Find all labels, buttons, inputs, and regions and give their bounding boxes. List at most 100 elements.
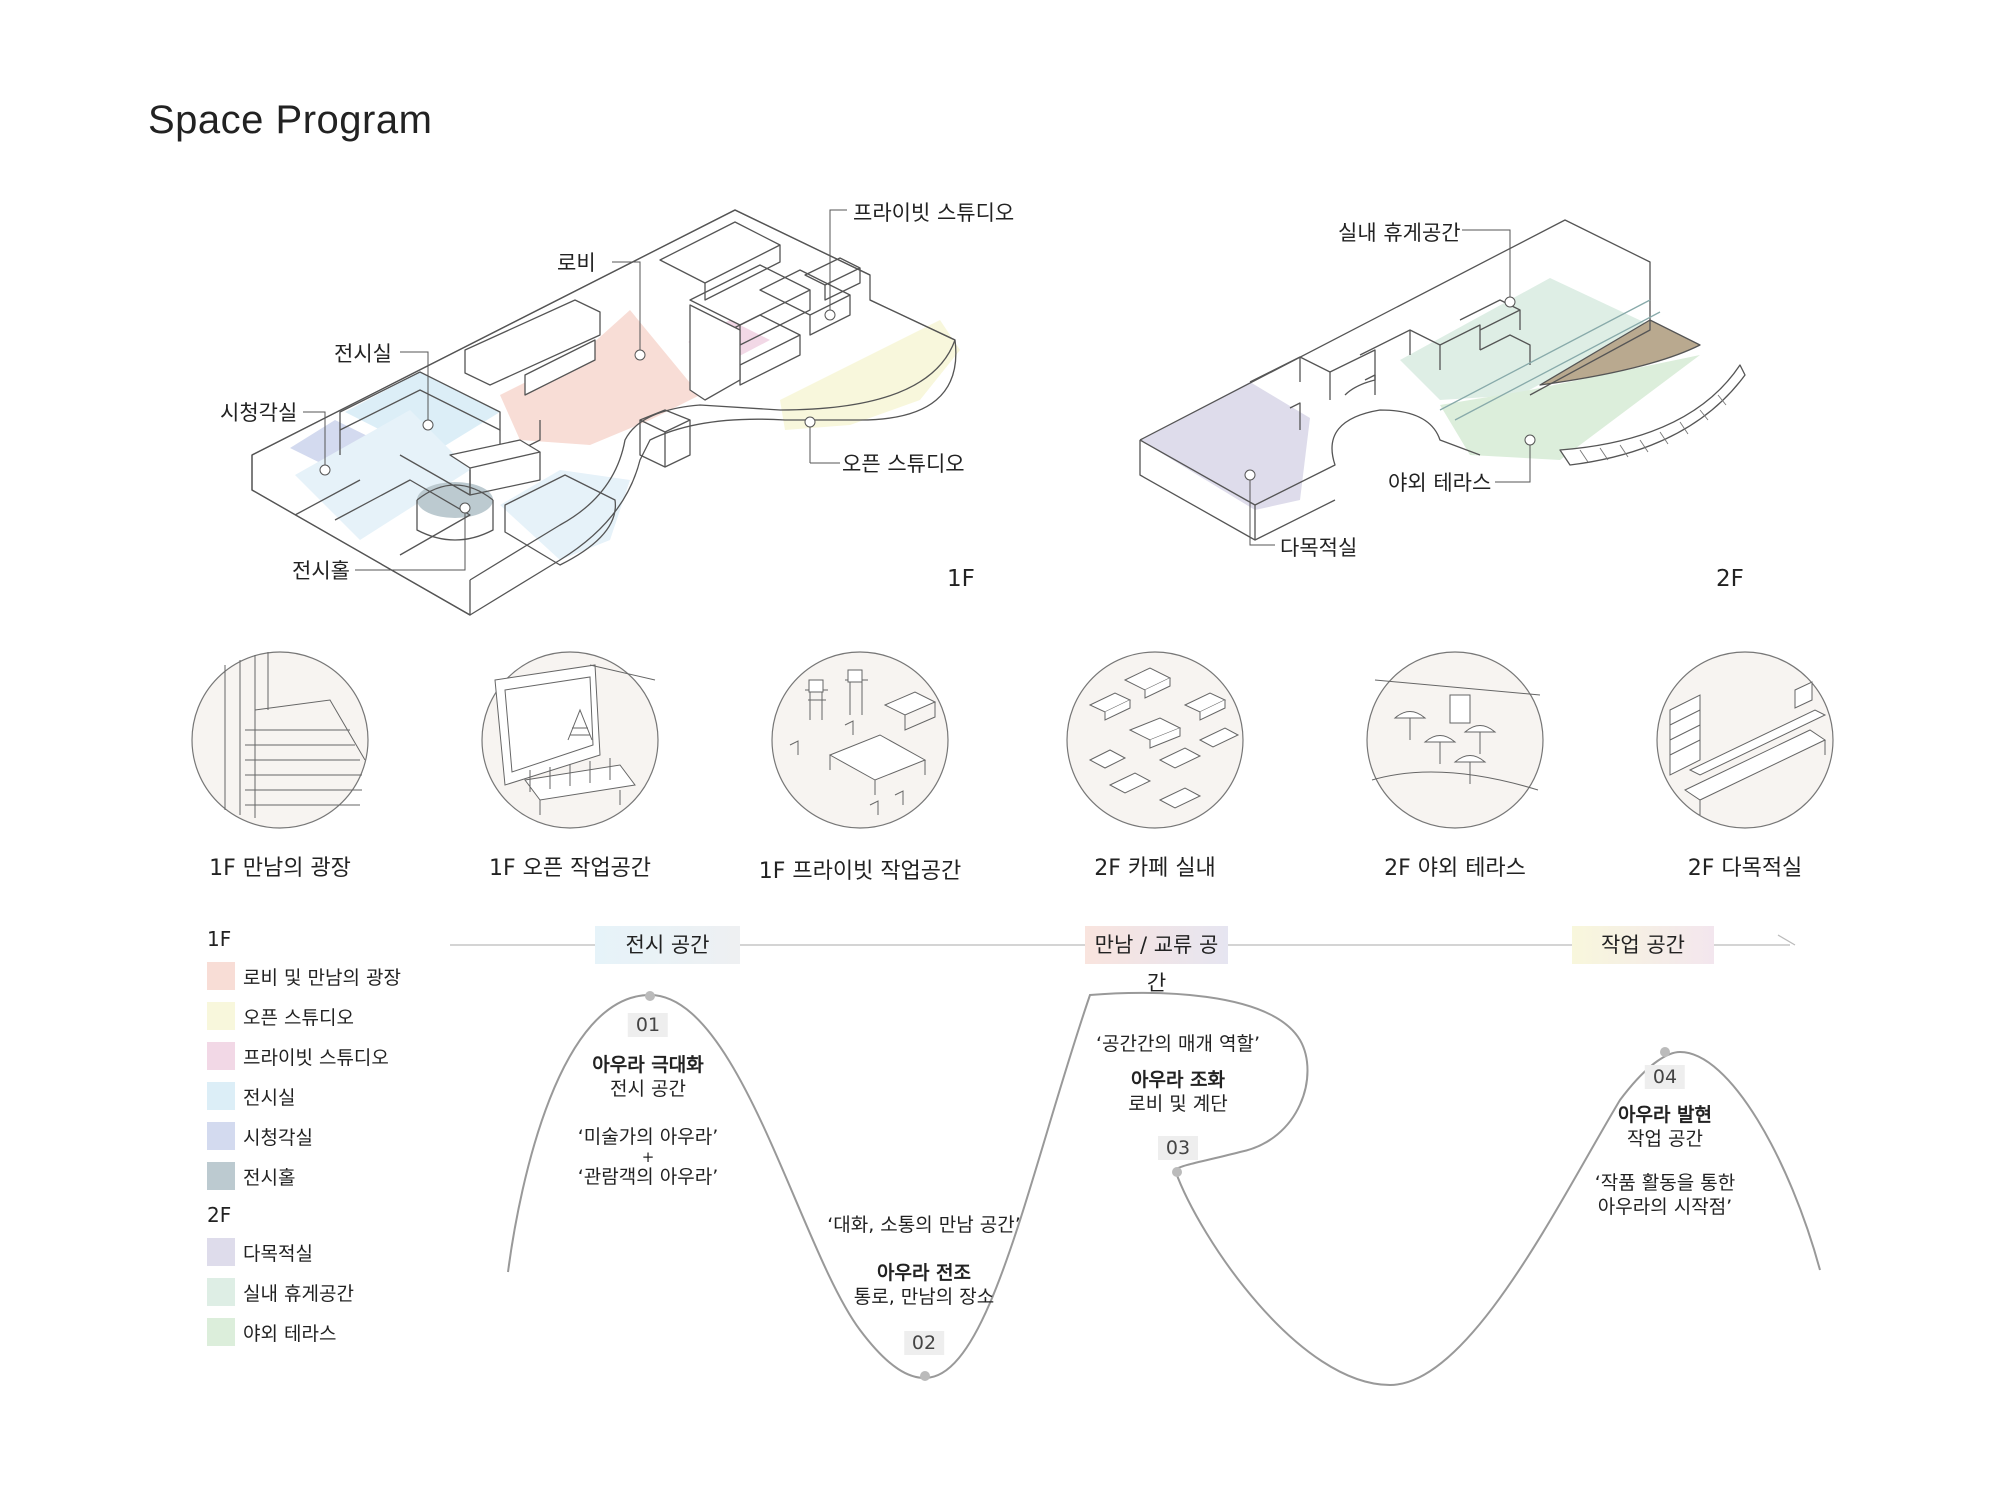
zone-exhibition-right <box>500 470 630 560</box>
label-av-room: 시청각실 <box>220 401 298 425</box>
zone-exhibition-hall <box>417 482 493 518</box>
scene-caption: 1F 오픈 작업공간 <box>488 856 652 881</box>
zone-lobby <box>500 310 700 445</box>
label-lobby: 로비 <box>557 251 596 275</box>
tag-meeting-b: 교류 공간 <box>1146 933 1219 995</box>
floor1-callouts <box>303 209 847 571</box>
scene-circle-multipurpose <box>1656 651 1834 829</box>
stage-number: 02 <box>903 1331 945 1355</box>
legend-swatch <box>207 962 235 990</box>
scene-circle-plaza <box>191 651 369 829</box>
legend-item: 야외 테라스 <box>207 1317 401 1347</box>
stage-01: 01 아우라 극대화 전시 공간 ‘미술가의 아우라’ + ‘관람객의 아우라’ <box>578 1013 718 1189</box>
scene-caption: 2F 카페 실내 <box>1094 856 1216 881</box>
floor1-label: 1F <box>947 566 975 592</box>
stage-quote: 아우라의 시작점’ <box>1597 1196 1733 1218</box>
scene-circle-cafe <box>1066 651 1244 829</box>
legend: 1F 로비 및 만남의 광장 오픈 스튜디오 프라이빗 스튜디오 전시실 시청각… <box>207 925 401 1357</box>
scene-caption: 2F 다목적실 <box>1687 856 1803 881</box>
stage-04: 04 아우라 발현 작업 공간 ‘작품 활동을 통한 아우라의 시작점’ <box>1595 1065 1735 1219</box>
zone-multipurpose <box>1140 382 1310 510</box>
scene-circle-open-workspace <box>481 651 659 829</box>
stage-03: ‘공간간의 매개 역할’ 아우라 조화 로비 및 계단 03 <box>1096 1032 1260 1160</box>
legend-heading-1f: 1F <box>207 927 232 951</box>
tag-work: 작업 공간 <box>1572 926 1714 964</box>
zone-exhibition-low <box>295 410 470 540</box>
label-open-studio: 오픈 스튜디오 <box>842 452 965 476</box>
stage-number: 03 <box>1157 1136 1199 1160</box>
legend-label: 야외 테라스 <box>243 1322 337 1345</box>
legend-swatch <box>207 1122 235 1150</box>
legend-item: 전시실 <box>207 1081 401 1111</box>
legend-label: 실내 휴게공간 <box>243 1282 354 1305</box>
tag-meeting-sep: / <box>1139 933 1148 957</box>
legend-item: 실내 휴게공간 <box>207 1277 401 1307</box>
legend-swatch <box>207 1162 235 1190</box>
stage-plus: + <box>641 1148 655 1166</box>
legend-label: 로비 및 만남의 광장 <box>243 966 401 989</box>
legend-label: 시청각실 <box>243 1126 313 1149</box>
stage-title: 아우라 조화 <box>1130 1069 1225 1091</box>
legend-swatch <box>207 1002 235 1030</box>
label-outdoor-terrace: 야외 테라스 <box>1388 471 1492 495</box>
scene-circle-private-workspace <box>771 651 949 829</box>
floor1-plan <box>251 209 960 616</box>
legend-label: 다목적실 <box>243 1242 313 1265</box>
legend-label: 프라이빗 스튜디오 <box>243 1046 389 1069</box>
legend-label: 오픈 스튜디오 <box>243 1006 354 1029</box>
legend-item: 프라이빗 스튜디오 <box>207 1041 401 1071</box>
stage-number: 01 <box>627 1013 669 1037</box>
legend-item: 시청각실 <box>207 1121 401 1151</box>
label-exhibition-room: 전시실 <box>334 342 392 366</box>
legend-label: 전시실 <box>243 1086 296 1109</box>
stage-02: ‘대화, 소통의 만남 공간’ 아우라 전조 통로, 만남의 장소 02 <box>827 1213 1021 1355</box>
stage-quote: ‘미술가의 아우라’ <box>577 1126 719 1148</box>
stage-quote: ‘대화, 소통의 만남 공간’ <box>827 1214 1021 1236</box>
floor2-callouts <box>1244 229 1536 546</box>
legend-item: 다목적실 <box>207 1237 401 1267</box>
floor2-label: 2F <box>1716 566 1744 592</box>
legend-swatch <box>207 1042 235 1070</box>
floor2-plan <box>1139 219 1746 541</box>
scene-caption: 1F 만남의 광장 <box>209 856 351 881</box>
stage-subtitle: 전시 공간 <box>610 1078 686 1100</box>
legend-item: 오픈 스튜디오 <box>207 1001 401 1031</box>
stage-title: 아우라 극대화 <box>592 1054 704 1076</box>
label-multipurpose-room: 다목적실 <box>1280 536 1358 560</box>
scene-caption: 1F 프라이빗 작업공간 <box>758 859 962 884</box>
stage-quote: ‘작품 활동을 통한 <box>1594 1172 1736 1194</box>
tag-exhibition: 전시 공간 <box>595 926 740 964</box>
tag-meeting: 만남 / 교류 공간 <box>1085 926 1228 995</box>
legend-swatch <box>207 1082 235 1110</box>
flow-nodes <box>645 991 1670 1381</box>
zone-wood-deck <box>1539 319 1701 386</box>
stage-quote: ‘공간간의 매개 역할’ <box>1096 1033 1260 1055</box>
scene-caption: 2F 야외 테라스 <box>1384 856 1526 881</box>
stage-number: 04 <box>1644 1065 1686 1089</box>
stage-subtitle: 통로, 만남의 장소 <box>853 1286 995 1308</box>
flow-curve <box>507 991 1821 1387</box>
tag-meeting-a: 만남 <box>1094 933 1134 957</box>
legend-heading-2f: 2F <box>207 1203 232 1227</box>
stage-quote: ‘관람객의 아우라’ <box>577 1166 719 1188</box>
stage-subtitle: 로비 및 계단 <box>1128 1093 1228 1115</box>
zone-open-studio <box>780 320 960 430</box>
zone-terrace <box>1440 355 1700 460</box>
label-private-studio: 프라이빗 스튜디오 <box>853 201 1015 225</box>
stage-subtitle: 작업 공간 <box>1627 1128 1703 1150</box>
label-indoor-lounge: 실내 휴게공간 <box>1338 221 1461 245</box>
scene-circle-terrace <box>1366 651 1544 829</box>
legend-item: 로비 및 만남의 광장 <box>207 961 401 991</box>
zone-indoor-lounge <box>1400 278 1650 400</box>
label-exhibition-hall: 전시홀 <box>292 559 350 583</box>
page-title: Space Program <box>148 98 433 142</box>
legend-label: 전시홀 <box>243 1166 296 1189</box>
stage-title: 아우라 전조 <box>876 1262 971 1284</box>
terrace-steps <box>1559 364 1746 466</box>
stage-title: 아우라 발현 <box>1617 1104 1713 1126</box>
legend-item: 전시홀 <box>207 1161 401 1191</box>
legend-swatch <box>207 1278 235 1306</box>
legend-swatch <box>207 1238 235 1266</box>
legend-swatch <box>207 1318 235 1346</box>
